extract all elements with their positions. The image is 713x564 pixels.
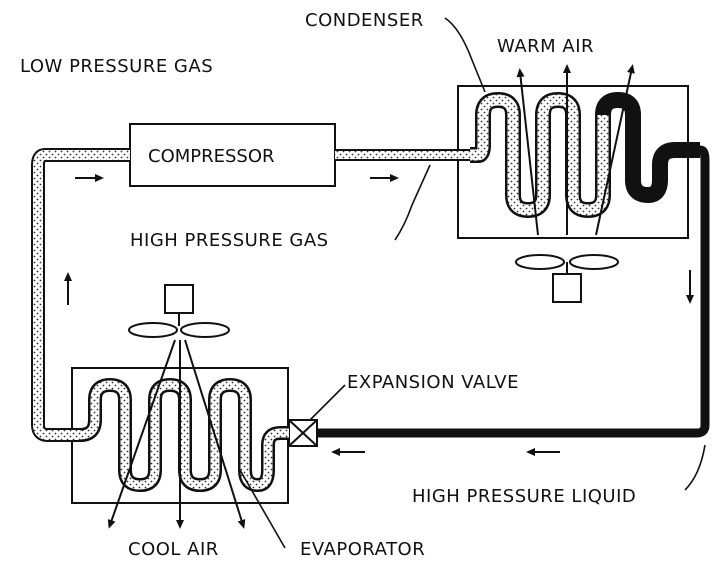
leader-evaporator — [239, 469, 286, 549]
label-warm-air: WARM AIR — [497, 36, 594, 57]
label-expansion-valve: EXPANSION VALVE — [347, 372, 519, 393]
low-pressure-gas-pipe — [31, 148, 130, 442]
leader-high-pressure-liquid — [684, 444, 706, 491]
condenser-coil — [470, 92, 700, 218]
label-evaporator: EVAPORATOR — [300, 539, 425, 560]
cool-air-arrows — [107, 339, 246, 529]
label-condenser: CONDENSER — [305, 10, 424, 31]
high-pressure-liquid-pipe — [318, 145, 710, 438]
condenser-fan-icon — [515, 254, 619, 303]
evaporator-coil — [79, 378, 289, 492]
flow-direction-arrows — [64, 174, 694, 456]
condenser-box — [457, 85, 689, 239]
label-low-pressure-gas: LOW PRESSURE GAS — [20, 56, 213, 77]
evaporator-fan-icon — [128, 284, 230, 338]
leader-expansion-valve — [309, 384, 346, 421]
expansion-valve — [288, 419, 318, 447]
compressor-box — [129, 123, 336, 187]
leader-lines — [239, 17, 706, 549]
compressor-label: COMPRESSOR — [148, 146, 275, 167]
leader-high-pressure-gas — [394, 164, 431, 241]
label-high-pressure-liquid: HIGH PRESSURE LIQUID — [412, 486, 636, 507]
label-cool-air: COOL AIR — [128, 539, 219, 560]
label-high-pressure-gas: HIGH PRESSURE GAS — [130, 230, 329, 251]
leader-condenser — [444, 17, 486, 93]
warm-air-arrows — [516, 64, 635, 236]
